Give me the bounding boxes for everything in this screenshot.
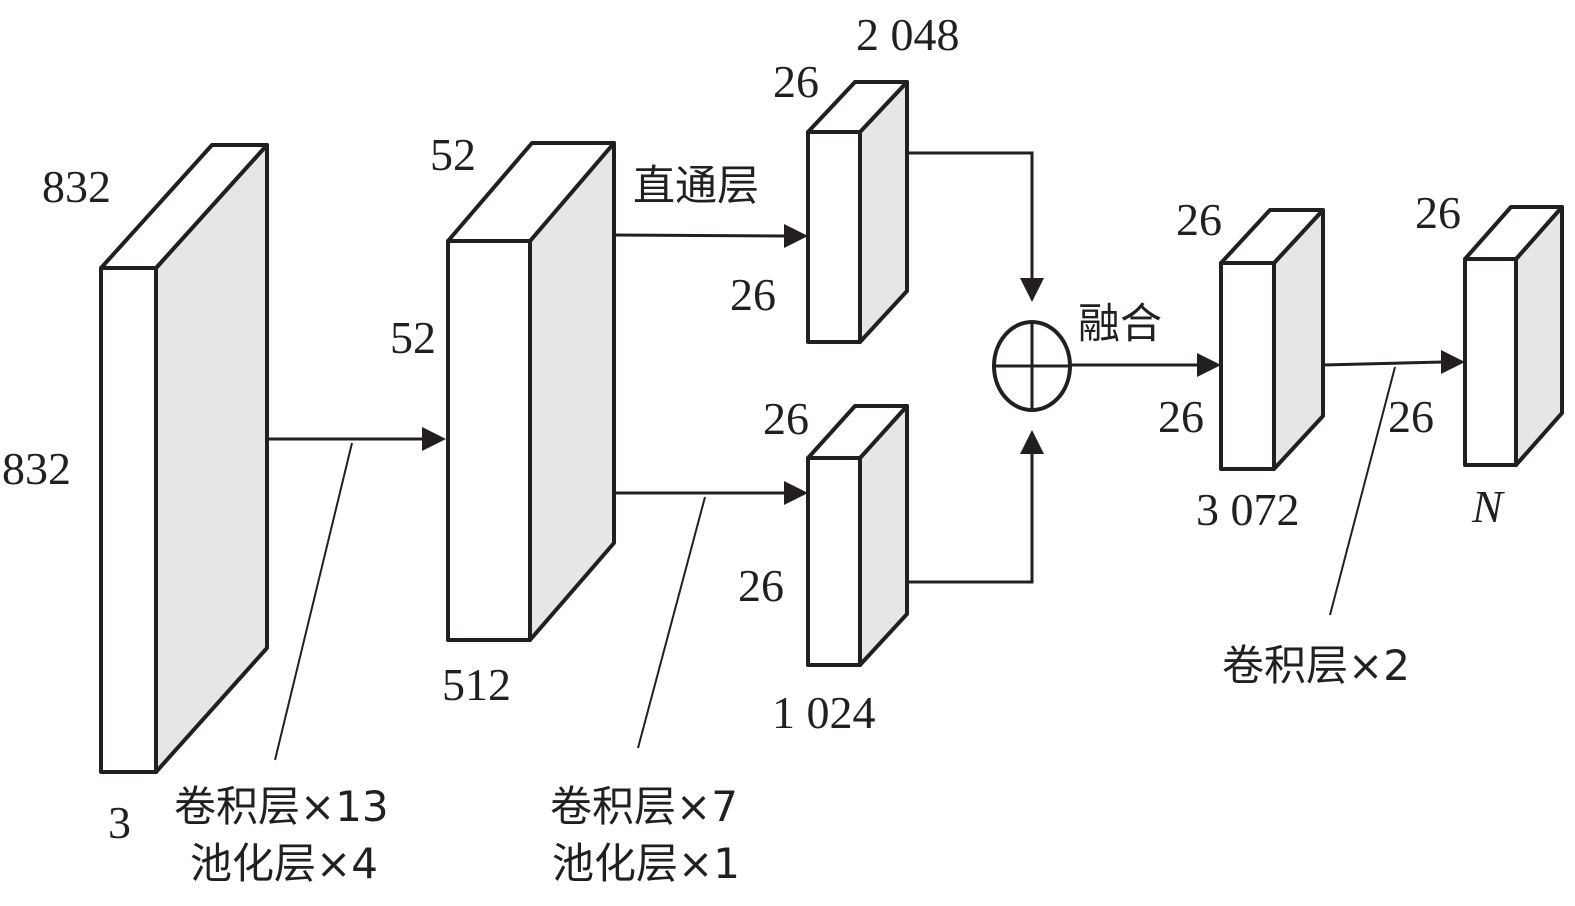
stage2-width-label: 52 bbox=[430, 129, 476, 180]
connector-fused-to-output bbox=[1322, 350, 1465, 374]
connector-route-to-fusion bbox=[907, 151, 1044, 302]
stage2-conv-label: 卷积层×7 bbox=[550, 782, 738, 831]
route-channels-label: 2 048 bbox=[856, 9, 960, 60]
route-width-label: 26 bbox=[773, 56, 819, 107]
stage2-pool-label: 池化层×1 bbox=[552, 839, 740, 888]
fused-height-label: 26 bbox=[1158, 391, 1204, 442]
fused-width-label: 26 bbox=[1176, 194, 1222, 245]
fusion-label: 融合 bbox=[1078, 299, 1162, 348]
leader-final-ops bbox=[1329, 366, 1396, 616]
connector-passthrough bbox=[613, 224, 808, 248]
stage3-width-label: 26 bbox=[763, 393, 809, 444]
connector-stage2-to-stage3 bbox=[614, 481, 808, 505]
leader-stage2-ops bbox=[637, 496, 706, 749]
stage3-height-label: 26 bbox=[738, 560, 784, 611]
stage3-block bbox=[806, 404, 909, 667]
stage2-channels-label: 512 bbox=[442, 659, 511, 710]
input-channels-label: 3 bbox=[108, 797, 131, 848]
stage2-block bbox=[446, 141, 616, 642]
stage1-conv-label: 卷积层×13 bbox=[174, 782, 389, 831]
stage2-height-label: 52 bbox=[390, 312, 436, 363]
fusion-plus-icon bbox=[992, 320, 1072, 412]
stage1-pool-label: 池化层×4 bbox=[190, 839, 378, 888]
output-channels-label: N bbox=[1471, 481, 1505, 532]
input-width-label: 832 bbox=[42, 161, 111, 212]
route-height-label: 26 bbox=[730, 269, 776, 320]
fused-block bbox=[1219, 208, 1325, 471]
route-block bbox=[806, 80, 909, 344]
passthrough-label: 直通层 bbox=[633, 161, 759, 210]
fused-channels-label: 3 072 bbox=[1196, 484, 1300, 535]
connector-stage3-to-fusion bbox=[907, 430, 1044, 584]
output-width-label: 26 bbox=[1415, 187, 1461, 238]
input-block bbox=[99, 143, 269, 774]
stage3-channels-label: 1 024 bbox=[772, 687, 876, 738]
output-block bbox=[1463, 205, 1564, 467]
final-conv-label: 卷积层×2 bbox=[1222, 641, 1410, 690]
connector-input-to-stage2 bbox=[267, 427, 446, 451]
input-height-label: 832 bbox=[2, 443, 71, 494]
connector-fusion-to-fused bbox=[1072, 353, 1221, 377]
leader-stage1-ops bbox=[274, 442, 353, 761]
output-height-label: 26 bbox=[1388, 391, 1434, 442]
